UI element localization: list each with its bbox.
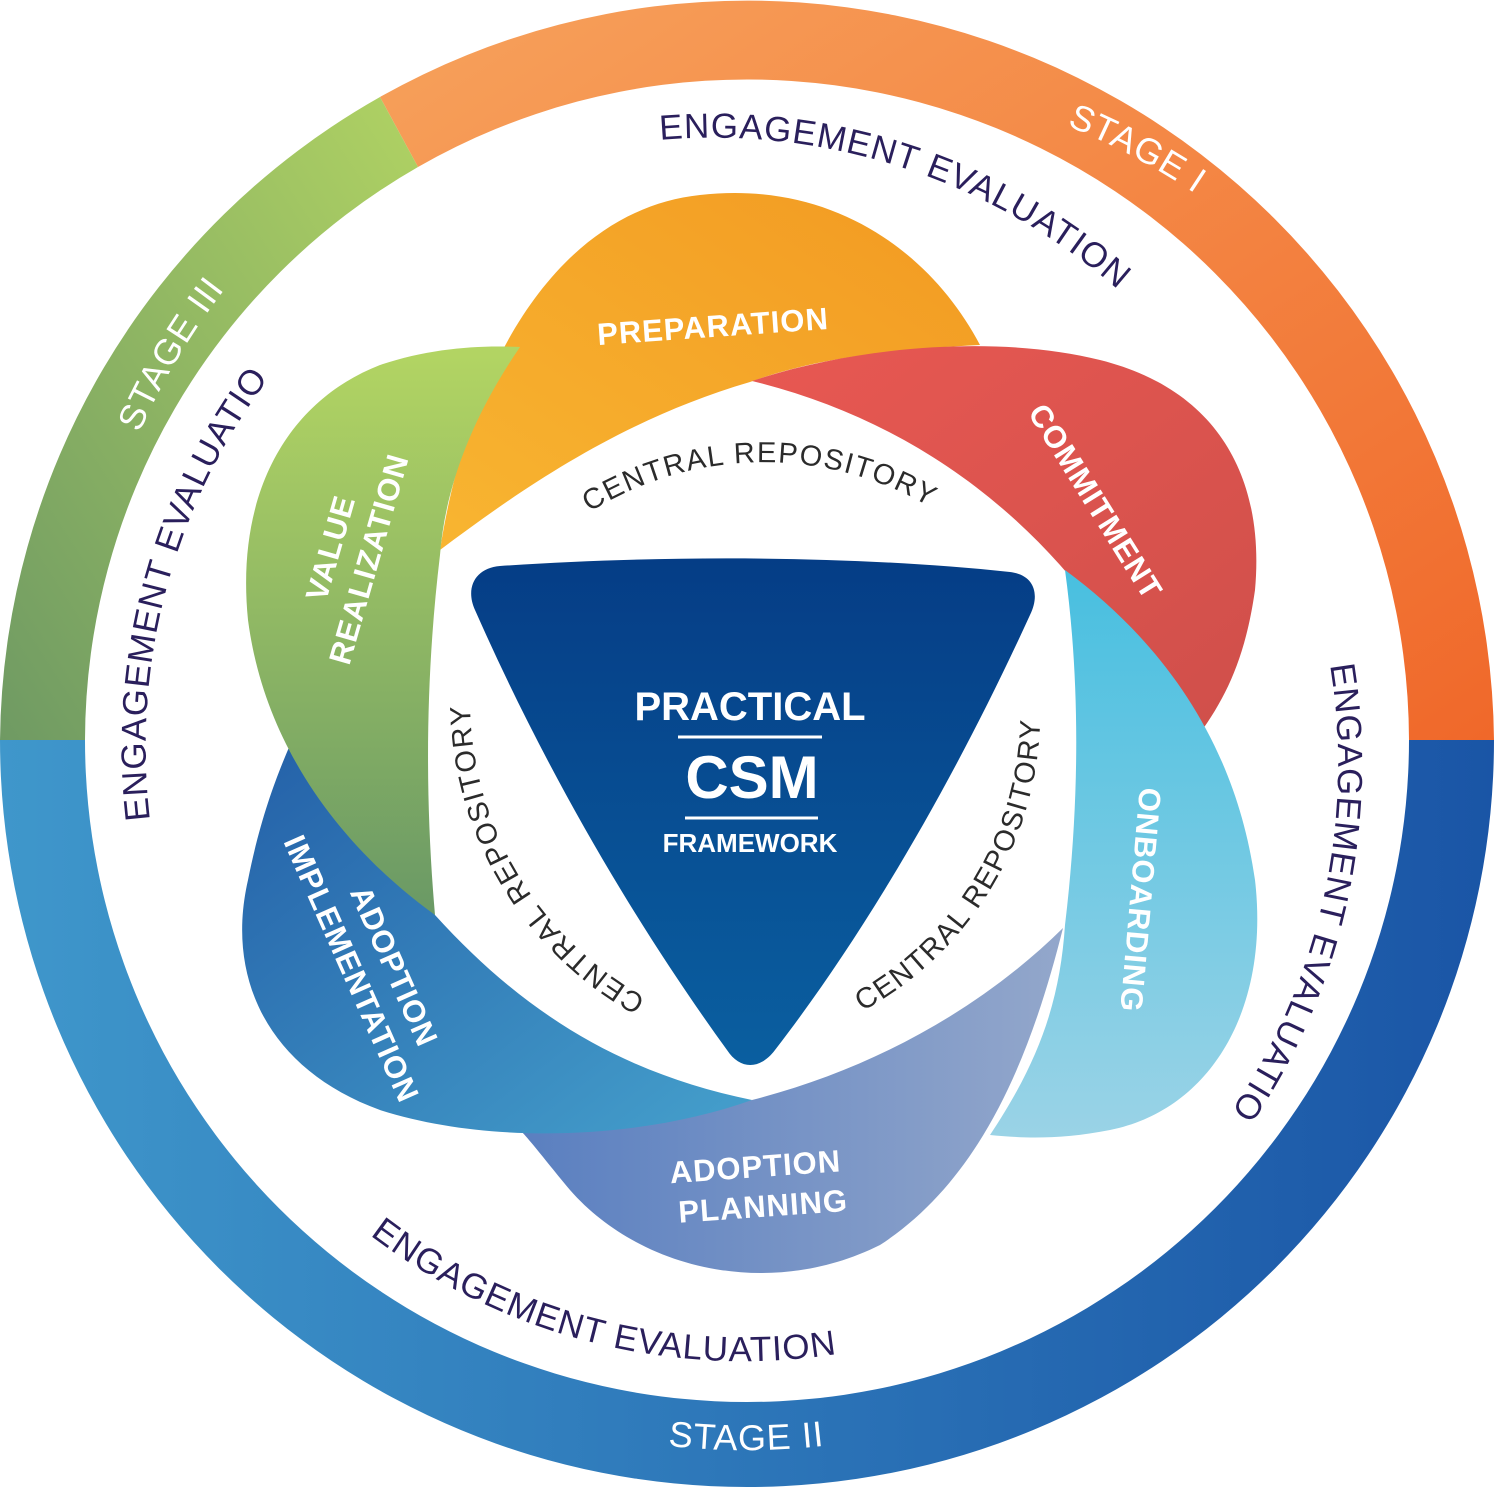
center-title-framework: FRAMEWORK [663, 828, 838, 858]
stage-1-segment [380, 0, 1494, 740]
petal-value-realization [246, 346, 521, 915]
stage-2-segment [0, 740, 1494, 1487]
stage-3-segment [0, 97, 418, 740]
stage-2-label: STAGE II [667, 1413, 826, 1458]
center-title-csm: CSM [685, 744, 818, 811]
petal-adoption-planning [520, 928, 1063, 1274]
petal-preparation [440, 192, 980, 550]
central-repository-top: CENTRAL REPOSITORY [577, 437, 943, 518]
center-triangle [471, 558, 1035, 1065]
center-title-practical: PRACTICAL [634, 685, 865, 729]
petals [242, 192, 1258, 1274]
petal-onboarding [990, 570, 1258, 1138]
